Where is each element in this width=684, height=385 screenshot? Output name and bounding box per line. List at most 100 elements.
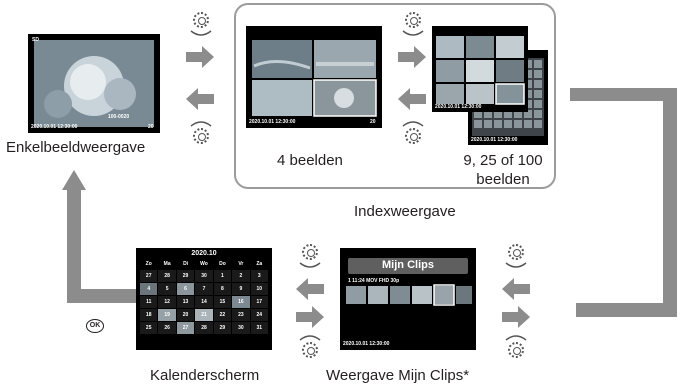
calendar-day: 29 <box>176 270 195 282</box>
ok-button-icon: OK <box>86 319 104 333</box>
calendar-day: 6 <box>176 283 195 295</box>
calendar-day: 18 <box>140 309 158 321</box>
myclips-filmstrip <box>346 284 472 306</box>
calendar-day: 10 <box>250 283 268 295</box>
arrow-right-calendar-to-myclips <box>296 306 324 328</box>
index-many-caption-2: beelden <box>476 171 530 188</box>
calendar-day: 20 <box>176 309 195 321</box>
control-dial-icon <box>405 12 421 28</box>
index4-frame-number: 20 <box>370 119 376 125</box>
index4-caption: 4 beelden <box>277 152 343 169</box>
calendar-day: 5 <box>158 283 176 295</box>
dial-arc-icon <box>402 30 424 36</box>
dial-arc-icon <box>190 30 212 36</box>
dial-arc-icon <box>402 121 424 127</box>
calendar-day: 16 <box>232 296 250 308</box>
weekday-label: Za <box>256 261 263 267</box>
calendar-day: 11 <box>140 296 158 308</box>
calendar-month-title: 2020.10 <box>191 250 217 257</box>
dial-arc-icon <box>299 262 321 268</box>
calendar-day: 21 <box>195 309 213 321</box>
arrow-right-single-to-index4 <box>186 46 214 68</box>
single-image-photo <box>34 40 154 127</box>
calendar-day: 9 <box>232 283 250 295</box>
calendar-day: 7 <box>195 283 213 295</box>
calendar-day: 29 <box>213 322 232 334</box>
calendar-day: 25 <box>140 322 158 334</box>
arrow-right-index4-to-index9 <box>398 46 426 68</box>
arrow-left-connector-to-myclips <box>502 278 530 300</box>
control-dial-icon <box>302 244 318 260</box>
connector-calendar-to-single <box>62 170 136 303</box>
calendar-day: 30 <box>195 270 213 282</box>
arrow-left-index9-to-index4 <box>398 88 426 110</box>
index4-timestamp: 2020.10.01 12:30:00 <box>249 119 296 125</box>
calendar-day: 24 <box>250 309 268 321</box>
control-dial-icon <box>405 128 421 144</box>
arrow-left-myclips-to-calendar <box>296 278 324 300</box>
weekday-label: Di <box>183 261 189 267</box>
single-file-number: 100-0020 <box>108 114 130 120</box>
index100-timestamp: 2020.10.01 12:30:00 <box>471 137 518 143</box>
calendar-day: 28 <box>195 322 213 334</box>
myclips-title: Mijn Clips <box>382 259 434 271</box>
dial-arc-icon <box>190 121 212 127</box>
myclips-timestamp: 2020.10.01 12:30:00 <box>343 341 390 347</box>
arrow-left-index4-to-single <box>186 88 214 110</box>
calendar-day: 1 <box>213 270 232 282</box>
calendar-day: 2 <box>232 270 250 282</box>
index9-timestamp: 2020.10.01 12:30:00 <box>435 104 482 110</box>
myclips-info-line: 1 11:24 MOV FHD 30p <box>348 278 400 284</box>
calendar-day: 17 <box>250 296 268 308</box>
calendar-caption: Kalenderscherm <box>150 367 260 384</box>
index-group-box <box>234 3 556 189</box>
dial-arc-icon <box>299 335 321 341</box>
weekday-label: Wo <box>200 261 208 267</box>
single-frame-number: 20 <box>148 124 154 130</box>
dial-arc-icon <box>505 335 527 341</box>
index9-thumbnails <box>436 36 525 105</box>
calendar-day: 4 <box>140 283 158 295</box>
calendar-day: 27 <box>140 270 158 282</box>
calendar-day: 22 <box>213 309 232 321</box>
myclips-title-bar: Mijn Clips <box>348 258 468 274</box>
calendar-day: 26 <box>158 322 176 334</box>
dial-arc-icon <box>505 262 527 268</box>
weekday-label: Do <box>219 261 226 267</box>
connector-index-to-myclips <box>570 88 677 317</box>
myclips-caption: Weergave Mijn Clips* <box>326 367 470 384</box>
single-image-screen: SD 100-0020 2020.10.01 12:30:00 20 <box>28 34 160 133</box>
calendar-day: 15 <box>213 296 232 308</box>
index-many-caption-1: 9, 25 of 100 <box>463 152 543 169</box>
index9-screen-front: 2020.10.01 12:30:00 <box>432 26 528 112</box>
calendar-day: 27 <box>176 322 195 334</box>
calendar-day: 23 <box>232 309 250 321</box>
calendar-weekdays: Zo Ma Di Wo Do Vr Za <box>140 260 268 269</box>
single-timestamp: 2020.10.01 12:30:00 <box>31 124 78 130</box>
calendar-day: 3 <box>250 270 268 282</box>
arrow-right-myclips-to-connector <box>502 306 530 328</box>
weekday-label: Vr <box>238 261 244 267</box>
calendar-day: 28 <box>158 270 176 282</box>
control-dial-icon <box>508 342 524 358</box>
index4-screen: 2020.10.01 12:30:00 20 <box>246 26 382 128</box>
single-caption: Enkelbeeldweergave <box>6 139 146 156</box>
control-dial-icon <box>508 244 524 260</box>
calendar-day: 8 <box>213 283 232 295</box>
myclips-screen: Mijn Clips 1 11:24 MOV FHD 30p 2020.10.0… <box>340 248 476 350</box>
calendar-days-grid: 27 28 29 30 1 2 3 4 5 6 7 8 9 10 11 12 1… <box>140 270 268 334</box>
calendar-day: 12 <box>158 296 176 308</box>
index-group-label: Indexweergave <box>354 203 456 220</box>
calendar-day: 31 <box>250 322 268 334</box>
control-dial-icon <box>302 342 318 358</box>
index4-thumbnails <box>252 40 377 117</box>
calendar-day: 19 <box>158 309 176 321</box>
calendar-day: 13 <box>176 296 195 308</box>
calendar-screen: 2020.10 Zo Ma Di Wo Do Vr Za 27 28 29 30… <box>136 248 272 350</box>
single-top-badge: SD <box>32 37 39 43</box>
calendar-day: 14 <box>195 296 213 308</box>
control-dial-icon <box>193 12 209 28</box>
control-dial-icon <box>193 128 209 144</box>
weekday-label: Ma <box>163 261 171 267</box>
calendar-day: 30 <box>232 322 250 334</box>
